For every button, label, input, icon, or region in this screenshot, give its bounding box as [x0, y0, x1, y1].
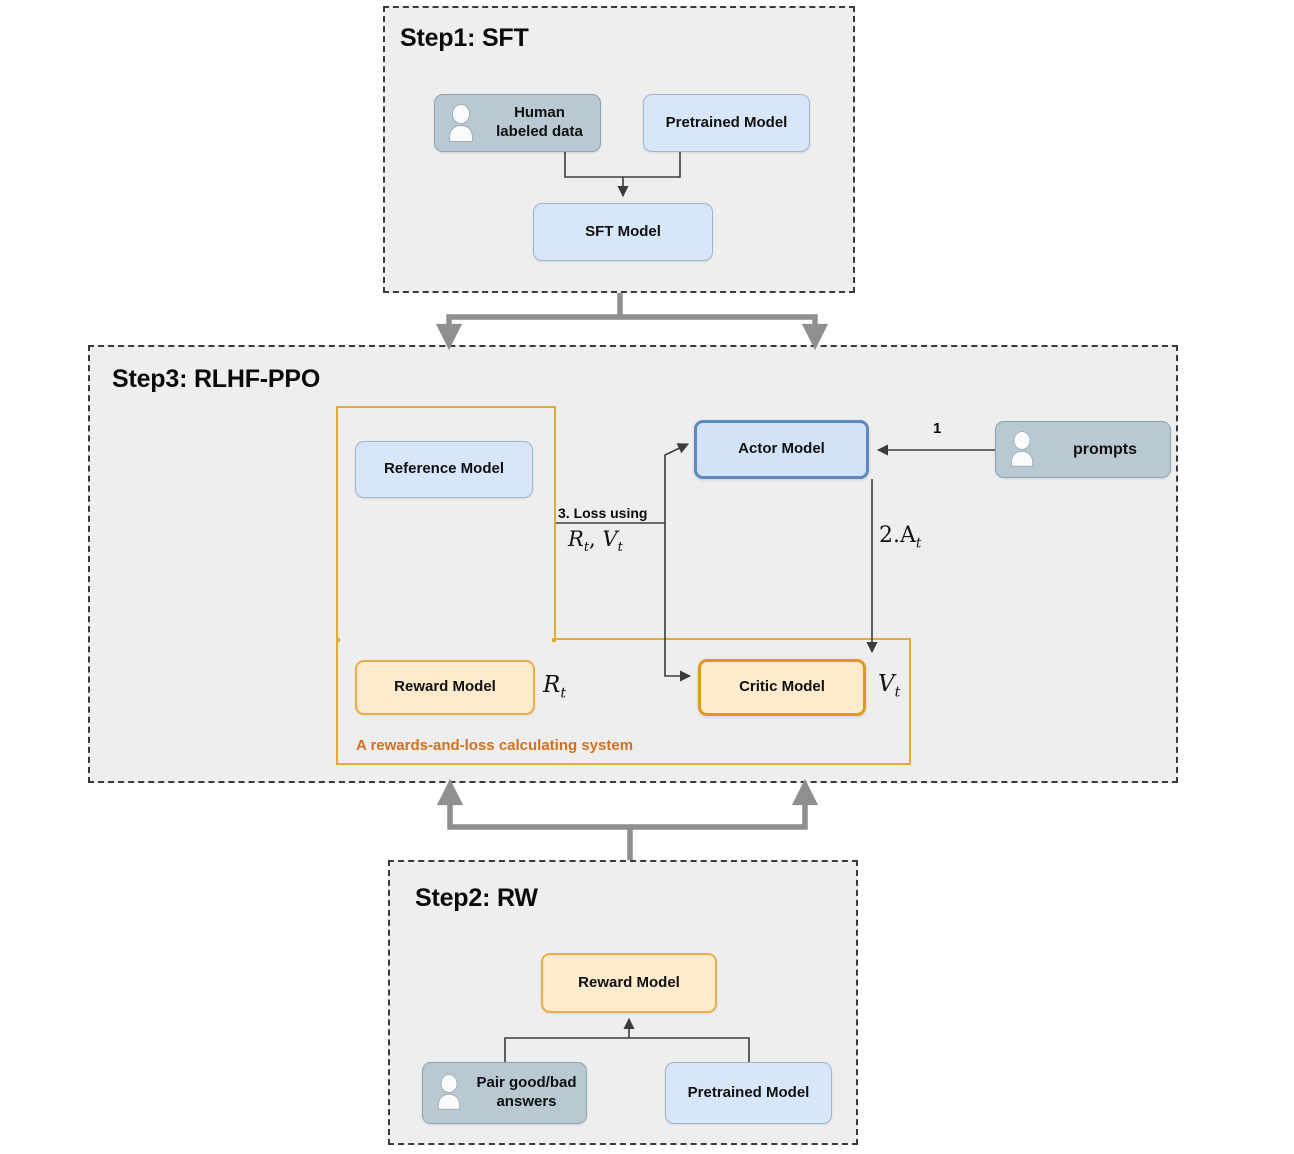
- step2-pair-good-bad-answers[interactable]: Pair good/bad answers: [422, 1062, 587, 1124]
- loss-term-V-sub: t: [617, 540, 623, 556]
- value-output-symbol: Vt: [878, 671, 900, 701]
- step2-pretrained-model-label: Pretrained Model: [687, 1083, 810, 1101]
- step3-reward-model-label: Reward Model: [394, 678, 496, 696]
- loss-label-terms: Rt, Vt: [568, 527, 623, 556]
- connector-step2-to-step3: [436, 778, 819, 860]
- value-symbol-sub: t: [894, 684, 901, 701]
- step1-pretrained-model-label: Pretrained Model: [665, 113, 788, 131]
- advantage-index: 2.A: [879, 523, 916, 548]
- step1-human-labeled-data-label: Human labeled data: [496, 104, 583, 140]
- person-icon: [1007, 430, 1037, 469]
- region-merge-mask: [340, 636, 552, 643]
- step2-pretrained-model[interactable]: Pretrained Model: [665, 1062, 832, 1124]
- person-icon: [434, 1074, 464, 1112]
- step3-prompts[interactable]: prompts: [995, 421, 1171, 478]
- step3-reference-model[interactable]: Reference Model: [355, 441, 533, 498]
- loss-term-R-sub: t: [583, 540, 590, 556]
- step1-pretrained-model[interactable]: Pretrained Model: [643, 94, 810, 152]
- edge-label-prompts-to-actor: 1: [933, 420, 942, 437]
- step3-reference-model-label: Reference Model: [383, 460, 505, 478]
- step3-actor-model-label: Actor Model: [738, 440, 825, 458]
- step1-sft-model-label: SFT Model: [585, 222, 661, 240]
- step3-title: Step3: RLHF-PPO: [112, 365, 321, 393]
- step1-human-labeled-data[interactable]: Human labeled data: [434, 94, 601, 152]
- step3-actor-model[interactable]: Actor Model: [694, 420, 869, 479]
- step3-panel: [88, 345, 1178, 783]
- rewards-and-loss-region-lower: [336, 638, 911, 765]
- reward-symbol-R: R: [543, 672, 561, 698]
- step1-sft-model[interactable]: SFT Model: [533, 203, 713, 261]
- connector-step1-to-step3: [435, 293, 829, 351]
- loss-term-V: V: [602, 527, 618, 551]
- step1-title: Step1: SFT: [400, 24, 529, 52]
- step2-pair-good-bad-answers-label: Pair good/bad answers: [476, 1074, 577, 1110]
- step3-reward-model[interactable]: Reward Model: [355, 660, 535, 715]
- person-icon: [446, 103, 476, 142]
- step3-critic-model[interactable]: Critic Model: [698, 659, 866, 716]
- step2-title: Step2: RW: [415, 884, 538, 912]
- rewards-and-loss-caption: A rewards-and-loss calculating system: [356, 737, 634, 754]
- step3-prompts-label: prompts: [1073, 440, 1137, 458]
- step2-reward-model[interactable]: Reward Model: [541, 953, 717, 1013]
- reward-output-symbol: Rt: [543, 672, 566, 702]
- value-symbol-V: V: [878, 671, 895, 697]
- loss-label-top: 3. Loss using: [558, 505, 648, 521]
- reward-symbol-sub: t: [560, 685, 567, 702]
- step3-critic-model-label: Critic Model: [739, 678, 825, 696]
- step2-reward-model-label: Reward Model: [578, 973, 680, 991]
- advantage-subscript: t: [915, 535, 922, 552]
- loss-term-R: R: [568, 527, 584, 551]
- edge-label-advantage: 2.At: [879, 523, 921, 551]
